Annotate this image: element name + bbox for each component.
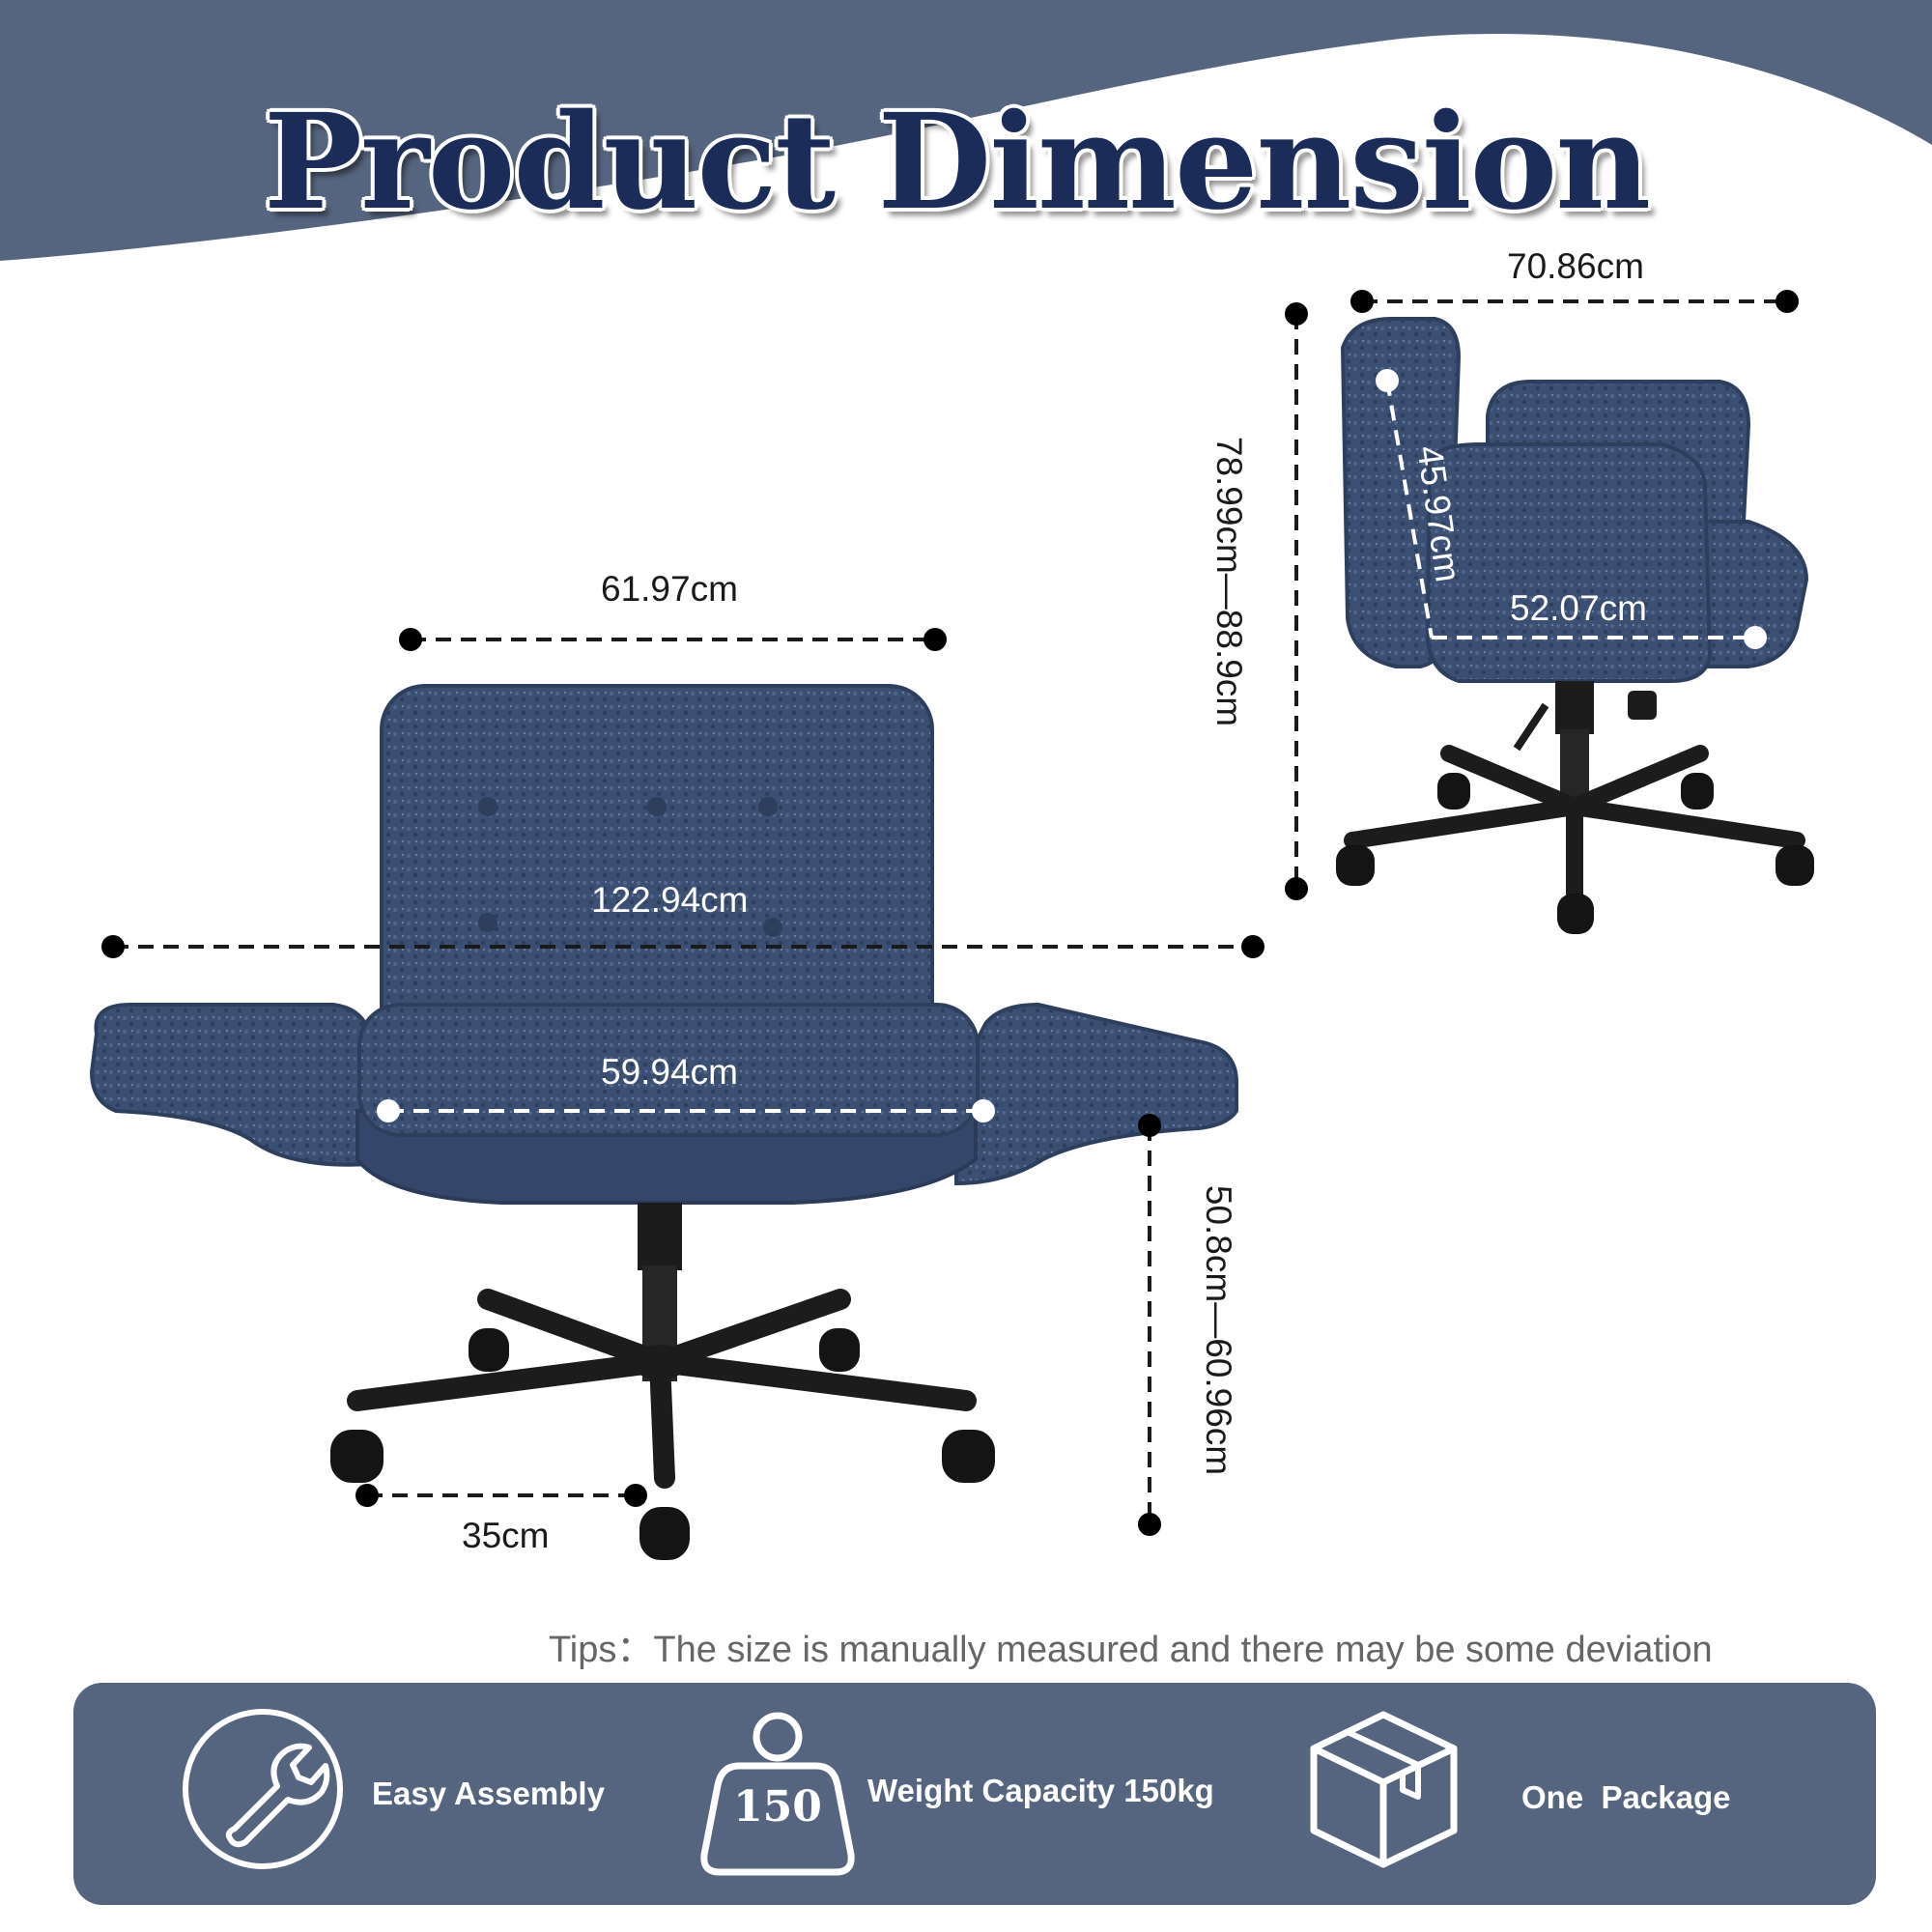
feature-easy-assembly: Easy Assembly (372, 1776, 605, 1811)
dim-seat-height: 50.8cm—60.96cm (1199, 1184, 1238, 1476)
dim-total-width: 122.94cm (591, 880, 749, 920)
dim-base-radius: 35cm (462, 1516, 550, 1555)
wrench-icon (183, 1709, 343, 1869)
weight-icon (700, 1712, 855, 1876)
features-banner (73, 1683, 1876, 1905)
feature-weight-capacity: Weight Capacity 150kg (867, 1773, 1214, 1808)
box-icon (1310, 1711, 1458, 1868)
dim-seat-width: 59.94cm (601, 1052, 738, 1092)
feature-one-package: One Package (1521, 1779, 1731, 1815)
dim-side-height: 78.99cm—88.9cm (1209, 436, 1249, 727)
dim-seat-depth: 52.07cm (1510, 588, 1647, 628)
page-title: Product Dimension (263, 85, 1651, 240)
weight-badge: 150 (733, 1782, 822, 1832)
dim-side-depth: 70.86cm (1507, 246, 1644, 286)
dim-back-width: 61.97cm (601, 569, 738, 609)
tips-note: Tips：The size is manually measured and t… (549, 1630, 1713, 1670)
